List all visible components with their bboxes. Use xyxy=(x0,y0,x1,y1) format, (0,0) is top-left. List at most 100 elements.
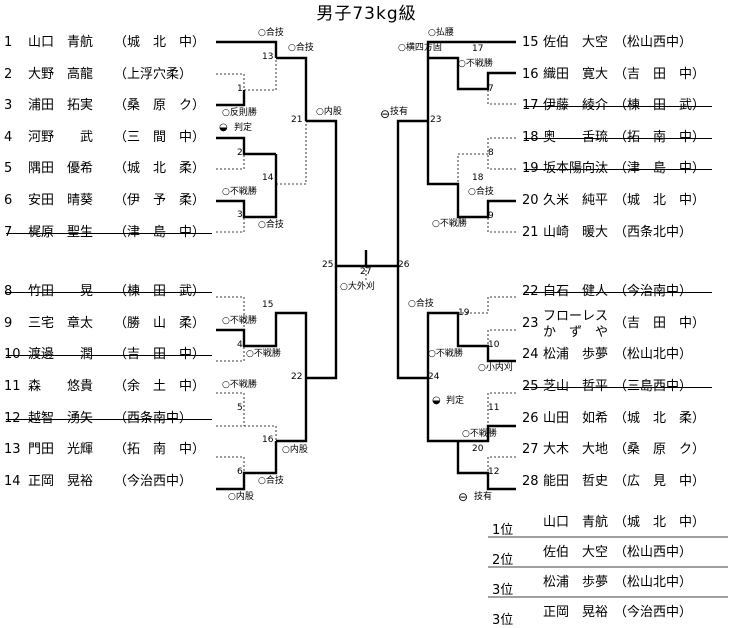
result-note: ○合技 xyxy=(288,43,314,53)
entry-name: 森 悠貴 xyxy=(28,379,94,394)
entry-team: （桑 原 ク） xyxy=(614,442,706,458)
entry-number: 20 xyxy=(522,193,539,208)
entry-number: 17 xyxy=(522,98,539,114)
entry-number: 18 xyxy=(522,129,539,145)
result-note: ○不戦勝 xyxy=(222,187,257,197)
entry-number: 25 xyxy=(522,379,539,394)
bracket-line xyxy=(276,378,308,443)
bracket-line xyxy=(276,56,308,121)
entry-number: 21 xyxy=(522,224,539,240)
rank-place: 3位 xyxy=(492,613,514,628)
match-number: 14 xyxy=(262,173,274,183)
result-note: ○内股 xyxy=(316,107,342,117)
bracket-line-loser xyxy=(244,58,277,91)
entry-name: 梶原 聖生 xyxy=(28,224,94,240)
entry-name: 大木 大地 xyxy=(543,442,609,458)
match-number: 17 xyxy=(472,44,484,54)
entry-name: 竹田 晃 xyxy=(28,284,94,300)
entry-number: 13 xyxy=(4,442,21,458)
result-note: ○不戦勝 xyxy=(462,429,497,439)
entry-number: 1 xyxy=(4,35,13,50)
entry-name: 久米 純平 xyxy=(543,193,609,208)
bracket-line xyxy=(426,121,516,219)
match-number: 7 xyxy=(488,84,494,94)
entry-team: （城 北 中） xyxy=(114,35,206,50)
bracket-line-loser xyxy=(457,137,516,184)
entry-team: （棟 田 武） xyxy=(614,98,706,114)
entry-name: 越智 湧矢 xyxy=(28,410,94,426)
result-note: ○不戦勝 xyxy=(246,349,281,359)
entry-team: （城 北 柔） xyxy=(614,410,706,426)
hantei-mark-icon: ◒ xyxy=(219,122,228,133)
bracket-line-loser xyxy=(216,296,245,330)
result-note: ○合技 xyxy=(258,476,284,486)
entry-team: （三島西中） xyxy=(614,379,693,394)
bracket-line xyxy=(216,184,278,219)
entry-number: 22 xyxy=(522,284,539,300)
entry-name: 能田 哲史 xyxy=(543,473,609,489)
bracket-line-loser xyxy=(487,329,516,346)
entry-number: 8 xyxy=(4,284,13,300)
entry-name: 門田 光輝 xyxy=(28,442,94,458)
rank-place: 1位 xyxy=(492,523,514,538)
entry-number: 2 xyxy=(4,66,13,82)
match-number: 4 xyxy=(237,340,243,350)
result-note: ○払腰 xyxy=(428,28,454,38)
match-number: 21 xyxy=(291,115,303,125)
entry-team: （伊 予 柔） xyxy=(114,193,206,208)
entry-team: （吉 田 中） xyxy=(614,66,706,82)
bracket-line xyxy=(366,119,428,268)
rank-place: 2位 xyxy=(492,553,514,568)
match-number: 15 xyxy=(262,300,274,310)
rank-name: 佐伯 大空 xyxy=(543,545,609,560)
rank-team: （松山北中） xyxy=(614,575,693,590)
match-number: 10 xyxy=(488,340,500,350)
entry-number: 15 xyxy=(522,35,539,50)
match-number: 13 xyxy=(262,52,274,62)
entry-team: （西条南中） xyxy=(114,410,193,426)
entry-team: （西条北中） xyxy=(614,224,693,240)
entry-number: 27 xyxy=(522,442,539,458)
entry-team: （拓 南 中） xyxy=(114,442,206,458)
entry-team: （城 北 柔） xyxy=(114,161,206,177)
match-number: 23 xyxy=(430,115,442,125)
entry-name: 奥 舌琉 xyxy=(543,129,609,145)
result-note: ○合技 xyxy=(468,187,494,197)
entry-team: （棟 田 武） xyxy=(114,284,206,300)
match-number: 19 xyxy=(458,308,470,318)
bracket-line-loser xyxy=(487,217,516,233)
rank-name: 山口 青航 xyxy=(543,515,609,530)
result-note: 技有 xyxy=(390,107,409,117)
match-number: 1 xyxy=(237,84,243,94)
entry-name: 渡邊 潤 xyxy=(28,347,94,363)
match-number: 5 xyxy=(237,403,243,413)
bracket-line-loser xyxy=(487,89,516,105)
bracket-line-loser xyxy=(487,456,516,473)
rank-team: （松山西中） xyxy=(614,545,693,560)
entry-team: （吉 田 中） xyxy=(614,315,706,331)
entry-team: （拓 南 中） xyxy=(614,129,706,145)
result-note: 判定 xyxy=(234,123,253,133)
withdrawn-strike xyxy=(524,106,712,108)
match-number: 22 xyxy=(291,372,303,382)
rank-team: （今治西中） xyxy=(614,605,693,620)
entry-name: 大野 高龍 xyxy=(28,66,94,82)
hantei-mark-icon: ◒ xyxy=(432,395,441,406)
page-title: 男子73kg級 xyxy=(316,4,417,24)
entry-number: 28 xyxy=(522,473,539,489)
entry-number: 9 xyxy=(4,315,13,331)
match-number: 8 xyxy=(488,148,494,158)
result-note: ○不戦勝 xyxy=(458,59,493,69)
rank-team: （城 北 中） xyxy=(614,515,706,530)
match-number: 3 xyxy=(237,210,243,220)
entry-number: 3 xyxy=(4,98,13,114)
bracket-line xyxy=(396,266,428,380)
entry-number: 14 xyxy=(4,473,21,489)
match-number: 11 xyxy=(488,403,500,413)
rank-name: 正岡 晃裕 xyxy=(543,605,609,620)
match-number: 16 xyxy=(262,435,274,445)
entry-number: 7 xyxy=(4,224,13,240)
entry-name: 伊藤 綾介 xyxy=(543,98,609,114)
entry-name: 山崎 暖大 xyxy=(543,224,609,240)
entry-team: （吉 田 中） xyxy=(114,347,206,363)
